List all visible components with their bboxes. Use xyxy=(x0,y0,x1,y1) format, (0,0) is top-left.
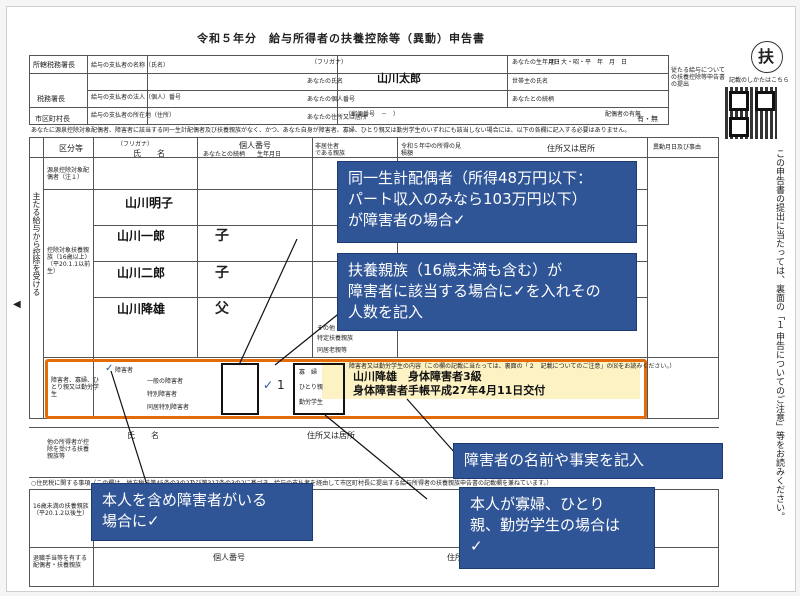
relation-label: あなたとの続柄 xyxy=(512,96,554,103)
disability-general: 一般の障害者 xyxy=(147,378,184,385)
city-label: 市区町村長 xyxy=(35,115,70,123)
furigana-label: （フリガナ） xyxy=(311,59,348,66)
callout-connectors xyxy=(110,238,456,500)
disability-special: 特別障害者 xyxy=(147,391,178,398)
check-special[interactable]: 特定扶養親族 xyxy=(317,335,354,342)
your-address-label: あなたの住所又は居所 xyxy=(307,114,368,121)
notice-line: あなたに源泉控除対象配偶者、障害者に該当する同一生計配偶者及び扶養親族がなく、か… xyxy=(31,127,631,134)
row-b-label: 控除対象扶養親族（16歳以上）（平20.1.1以前生） xyxy=(47,247,91,275)
fu-badge: 扶 xyxy=(751,41,783,73)
callout-widow-student: 本人が寡婦、ひとり 親、勤労学生の場合は ✓ xyxy=(459,487,655,569)
col-relation: あなたとの続柄 xyxy=(203,151,245,158)
disability-count-check[interactable]: ✓ xyxy=(263,378,274,392)
lower-table xyxy=(29,489,719,587)
entry-child2-rel[interactable]: 子 xyxy=(215,265,229,281)
row-a-label: 源泉控除対象配偶者（注１） xyxy=(47,167,90,181)
callout-1-line1: 同一生計配偶者（所得48万円以下： xyxy=(348,169,593,187)
side-vertical-note: この申告書の提出に当たっては、裏面の「１ 申告についてのご注意」等をお読みくださ… xyxy=(774,149,784,521)
entry-child1-rel[interactable]: 子 xyxy=(215,228,229,244)
row-e-label: 16歳未満の扶養親族（平20.1.2以後生） xyxy=(33,503,89,517)
check-elder[interactable]: 同居老親等 xyxy=(317,347,348,354)
side-note: 従たる給与についての扶養控除等申告書の提出 xyxy=(671,67,726,88)
disability-entry-line2[interactable]: 身体障害者手帳平成27年4月11日交付 xyxy=(353,384,546,397)
callout-2-line3: 人数を記入 xyxy=(348,303,424,321)
disability-count[interactable]: 1 xyxy=(277,378,285,392)
col-birth: 生年月日 xyxy=(257,151,282,158)
callout-5-line1: 本人が寡婦、ひとり xyxy=(470,495,605,513)
entry-parent-rel[interactable]: 父 xyxy=(215,301,229,317)
callout-1-line2: パート収入のみなら103万円以下） xyxy=(348,190,587,208)
student-label[interactable]: 勤労学生 xyxy=(299,399,324,406)
entry-parent-name[interactable]: 山川降雄 xyxy=(117,302,166,316)
col-income: 令和５年中の所得の見積額 xyxy=(401,143,462,157)
spouse-value: 有・無 xyxy=(637,115,658,123)
your-name-value[interactable]: 山川太郎 xyxy=(377,72,421,85)
callout-4-line1: 本人を含め障害者がいる xyxy=(102,491,268,509)
col-address: 住所又は居所 xyxy=(547,144,595,153)
disability-entry-line1[interactable]: 山川降雄 身体障害者3級 xyxy=(353,370,482,383)
widow-label[interactable]: 寡 婦 xyxy=(299,369,318,376)
row-d-address-col: 住所又は居所 xyxy=(307,431,355,440)
disability-reason-header: 障害者又は勤労学生の内容（この欄の記載に当たっては、裏面の「２ 記載についてのご… xyxy=(349,363,676,370)
birth-units: 年 月 日 xyxy=(597,59,628,66)
householder-label: 世帯主の氏名 xyxy=(512,78,549,85)
qr-note: 記載のしかたはこちら xyxy=(729,77,790,84)
callout-self-disabled: 本人を含め障害者がいる 場合に✓ xyxy=(91,483,313,541)
callout-2-line2: 障害者に該当する場合に✓を入れその xyxy=(348,282,601,300)
your-number-label: あなたの個人番号 xyxy=(307,96,356,103)
payer-name-label: 給与の支払者の名称（氏名） xyxy=(91,62,170,69)
entry-child1-name[interactable]: 山川一郎 xyxy=(117,229,166,243)
single-parent-label[interactable]: ひとり親 xyxy=(299,384,323,391)
fu-badge-label: 扶 xyxy=(758,47,775,66)
callout-1-line3: が障害者の場合✓ xyxy=(348,211,466,229)
callout-5-line3: ✓ xyxy=(470,537,483,555)
left-arrow-icon: ◀ xyxy=(13,299,21,310)
birth-era: 明・大・昭・平 xyxy=(549,59,592,66)
tax-office-label: 税務署長 xyxy=(37,95,65,103)
form-title: 令和５年分 給与所得者の扶養控除等（異動）申告書 xyxy=(197,32,485,45)
callout-4-line2: 場合に✓ xyxy=(102,512,160,530)
disability-entry-bg xyxy=(322,359,640,399)
col-name: 氏 名 xyxy=(133,149,165,158)
col-number: 個人番号 xyxy=(239,141,271,150)
callout-3-line1: 障害者の名前や事実を記入 xyxy=(464,451,645,469)
birth-label: あなたの生年月日 xyxy=(512,59,561,66)
disability-check[interactable]: ✓ xyxy=(105,363,114,374)
disability-cohabit: 同居特別障害者 xyxy=(147,404,190,411)
col-nonresident: 非居住者である親族 xyxy=(315,143,345,157)
callout-2-line1: 扶養親族（16歳未満も含む）が xyxy=(348,261,563,279)
your-name-label: あなたの氏名 xyxy=(307,78,344,85)
widow-box[interactable] xyxy=(293,363,345,415)
callout-5-line2: 親、勤労学生の場合は xyxy=(470,516,621,534)
row-c-label: 障害者、寡婦、ひとり親又は勤労学生 xyxy=(51,377,100,398)
entry-child2-name[interactable]: 山川二郎 xyxy=(117,266,166,280)
row-d-name-col: 氏 名 xyxy=(127,431,159,440)
postal-label: （郵便番号 － ） xyxy=(345,111,400,118)
row-d-label: 他の所得者が控除を受ける扶養親族等 xyxy=(47,439,90,460)
callout-dependent-disabled: 扶養親族（16歳未満も含む）が 障害者に該当する場合に✓を入れその 人数を記入 xyxy=(337,253,637,331)
left-vertical: 主たる給与から控除を受ける xyxy=(32,192,41,296)
row-f-label: 退職手当等を有する配偶者・扶養親族 xyxy=(33,555,88,569)
callout-spouse-disabled: 同一生計配偶者（所得48万円以下： パート収入のみなら103万円以下） が障害者… xyxy=(337,161,637,243)
col-furigana: （フリガナ） xyxy=(117,141,154,148)
spouse-label: 配偶者の有無 xyxy=(605,111,642,118)
check-other[interactable]: その他 xyxy=(317,325,336,332)
row-f-number-col: 個人番号 xyxy=(213,553,245,562)
entry-spouse-name[interactable]: 山川明子 xyxy=(125,196,174,210)
payer-address-label: 給与の支払者の所在地（住所） xyxy=(91,112,176,119)
tax-form-page: 令和５年分 給与所得者の扶養控除等（異動）申告書 扶 所轄税務署長 税務署長 市… xyxy=(6,6,796,592)
disability-label: 障害者 xyxy=(115,367,134,374)
disability-row-highlight xyxy=(45,359,647,419)
col-change: 異動月日及び事由 xyxy=(653,144,702,151)
office-label: 所轄税務署長 xyxy=(33,61,75,69)
callout-disabled-name: 障害者の名前や事実を記入 xyxy=(453,443,723,479)
payer-number-label: 給与の支払者の法人（個人）番号 xyxy=(91,94,182,101)
col-category: 区分等 xyxy=(59,144,83,153)
